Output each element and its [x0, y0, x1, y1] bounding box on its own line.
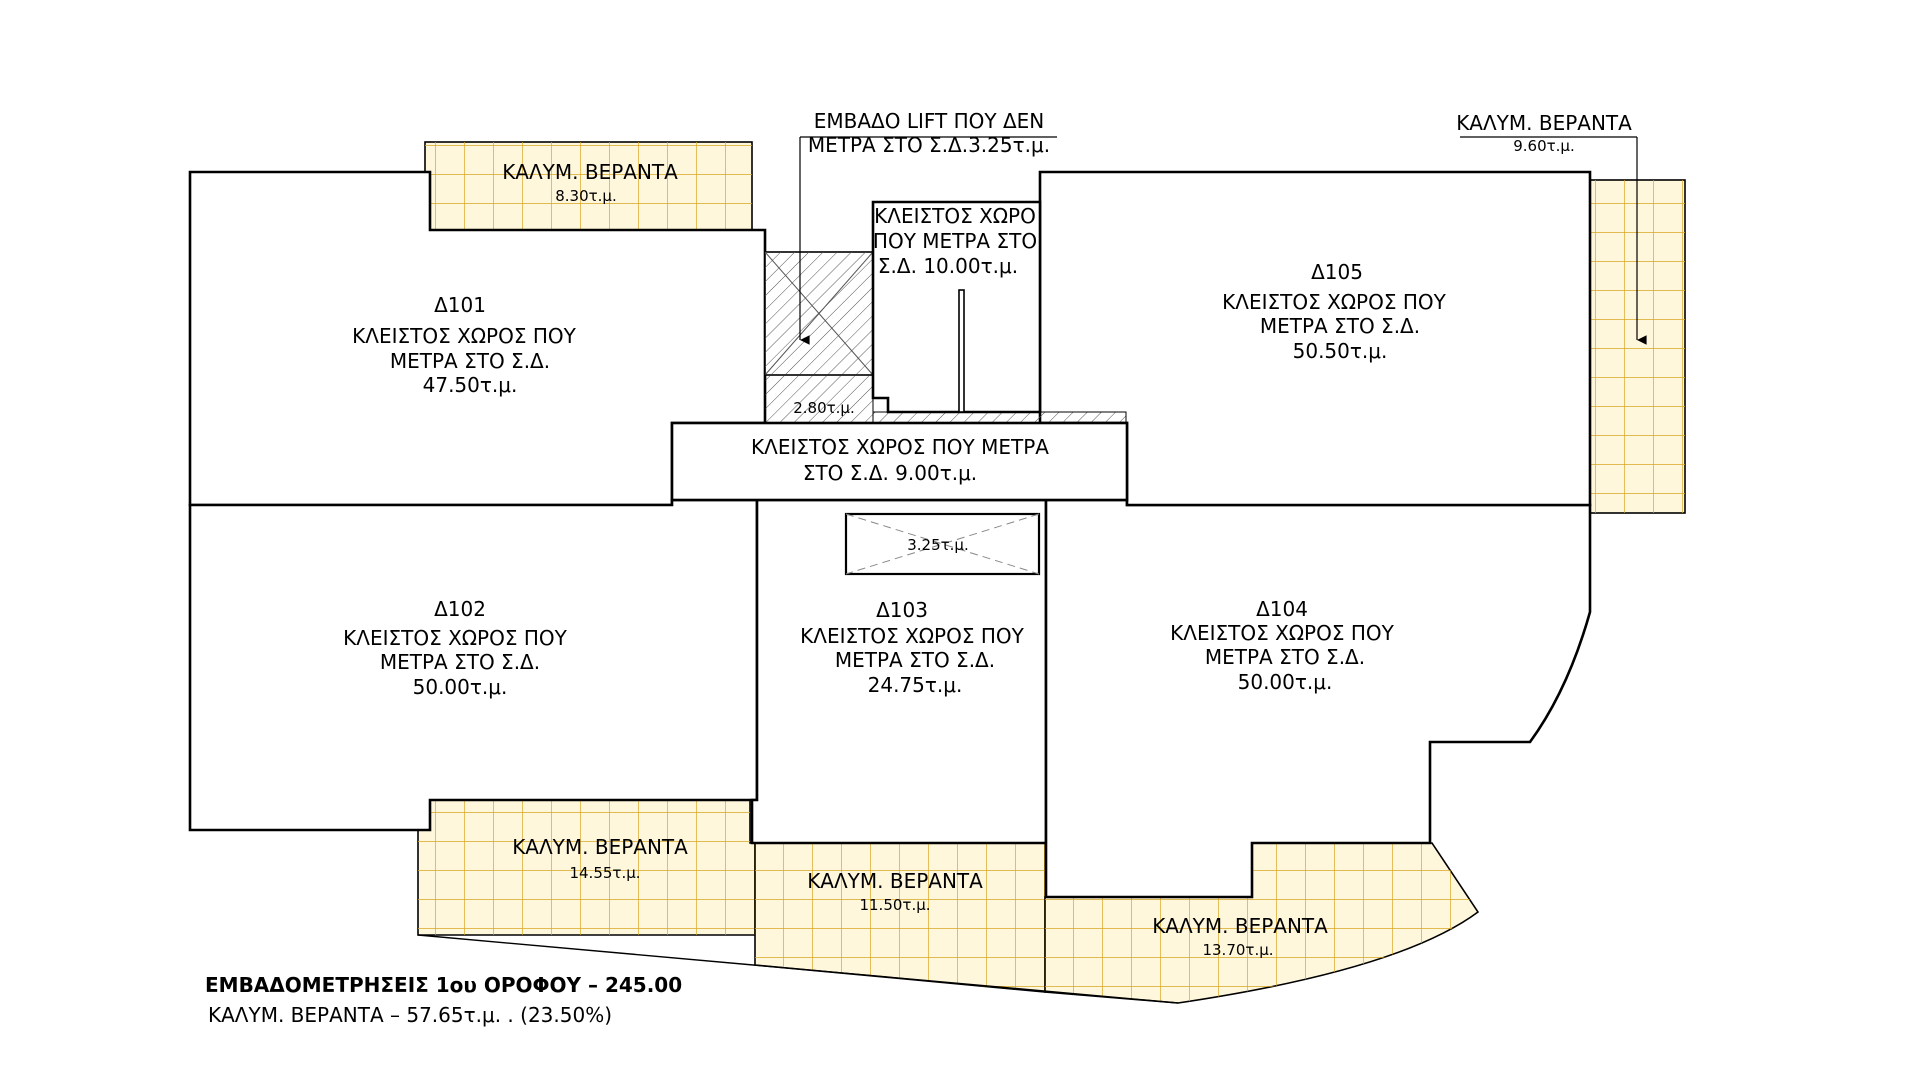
- room-d102-line1: ΚΛΕΙΣΤΟΣ ΧΩΡΟΣ ΠΟΥ: [343, 626, 567, 650]
- lift-shaft-area: 2.80τ.μ.: [793, 399, 855, 417]
- room-d102-line2: ΜΕΤΡΑ ΣΤΟ Σ.Δ.: [380, 650, 540, 674]
- room-d103-code: Δ103: [876, 598, 928, 622]
- veranda-right-area: 9.60τ.μ.: [1513, 137, 1575, 155]
- room-d105-area: 50.50τ.μ.: [1293, 339, 1388, 363]
- room-d105-code: Δ105: [1311, 260, 1363, 284]
- veranda-bottom-left-area: 14.55τ.μ.: [569, 864, 640, 882]
- summary-title: ΕΜΒΑΔΟΜΕΤΡΗΣΕΙΣ 1ου ΟΡΟΦΟΥ – 245.00: [205, 973, 682, 997]
- veranda-bottom-right: [1044, 842, 1480, 1004]
- lift-void: [844, 512, 1041, 576]
- room-d104-line1: ΚΛΕΙΣΤΟΣ ΧΩΡΟΣ ΠΟΥ: [1170, 621, 1394, 645]
- veranda-right-label: ΚΑΛΥΜ. ΒΕΡΑΝΤΑ: [1456, 111, 1632, 135]
- room-d105-line2: ΜΕΤΡΑ ΣΤΟ Σ.Δ.: [1260, 314, 1420, 338]
- lift-void-area: 3.25τ.μ.: [907, 536, 969, 554]
- room-d102-code: Δ102: [434, 597, 486, 621]
- veranda-top-left-area: 8.30τ.μ.: [555, 187, 617, 205]
- veranda-bottom-left-label: ΚΑΛΥΜ. ΒΕΡΑΝΤΑ: [512, 835, 688, 859]
- summary-veranda-total: ΚΑΛΥΜ. ΒΕΡΑΝΤΑ – 57.65τ.μ. . (23.50%): [208, 1003, 612, 1027]
- veranda-bottom-mid: [754, 842, 1046, 993]
- lift-note-line1: ΕΜΒΑΔΟ LIFT ΠΟΥ ΔΕΝ: [814, 109, 1044, 133]
- veranda-outer-edge: [417, 934, 1179, 1004]
- room-d101-code: Δ101: [434, 293, 486, 317]
- stair-space-line3: Σ.Δ. 10.00τ.μ.: [878, 254, 1018, 278]
- veranda-bottom-right-label: ΚΑΛΥΜ. ΒΕΡΑΝΤΑ: [1152, 914, 1328, 938]
- room-d102-area: 50.00τ.μ.: [413, 675, 508, 699]
- corridor-outline: [670, 421, 1129, 502]
- stair-space-line2: ΠΟΥ ΜΕΤΡΑ ΣΤΟ: [873, 229, 1037, 253]
- room-d103-line1: ΚΛΕΙΣΤΟΣ ΧΩΡΟΣ ΠΟΥ: [800, 624, 1024, 648]
- room-d104-code: Δ104: [1256, 597, 1308, 621]
- veranda-bottom-mid-label: ΚΑΛΥΜ. ΒΕΡΑΝΤΑ: [807, 869, 983, 893]
- corridor-line2: ΣΤΟ Σ.Δ. 9.00τ.μ.: [803, 461, 977, 485]
- room-d101-area: 47.50τ.μ.: [423, 373, 518, 397]
- lift-shaft: [764, 251, 1127, 424]
- corridor-line1: ΚΛΕΙΣΤΟΣ ΧΩΡΟΣ ΠΟΥ ΜΕΤΡΑ: [751, 435, 1049, 459]
- veranda-bottom-mid-area: 11.50τ.μ.: [859, 896, 930, 914]
- room-d104-area: 50.00τ.μ.: [1238, 670, 1333, 694]
- lift-note-line2: ΜΕΤΡΑ ΣΤΟ Σ.Δ.3.25τ.μ.: [808, 133, 1050, 157]
- veranda-top-left-label: ΚΑΛΥΜ. ΒΕΡΑΝΤΑ: [502, 160, 678, 184]
- stair-partition: [958, 289, 965, 413]
- veranda-top-left: [424, 141, 753, 231]
- room-d104-outline: [1044, 498, 1592, 899]
- room-d105-line1: ΚΛΕΙΣΤΟΣ ΧΩΡΟΣ ΠΟΥ: [1222, 290, 1446, 314]
- room-d103-line2: ΜΕΤΡΑ ΣΤΟ Σ.Δ.: [835, 648, 995, 672]
- room-d101-line2: ΜΕΤΡΑ ΣΤΟ Σ.Δ.: [390, 349, 550, 373]
- veranda-bottom-right-area: 13.70τ.μ.: [1202, 941, 1273, 959]
- room-d103-area: 24.75τ.μ.: [868, 673, 963, 697]
- room-d104-line2: ΜΕΤΡΑ ΣΤΟ Σ.Δ.: [1205, 645, 1365, 669]
- stair-space-outline: [871, 200, 1042, 414]
- room-d101-line1: ΚΛΕΙΣΤΟΣ ΧΩΡΟΣ ΠΟΥ: [352, 324, 576, 348]
- stair-space-line1: ΚΛΕΙΣΤΟΣ ΧΩΡΟ: [874, 204, 1036, 228]
